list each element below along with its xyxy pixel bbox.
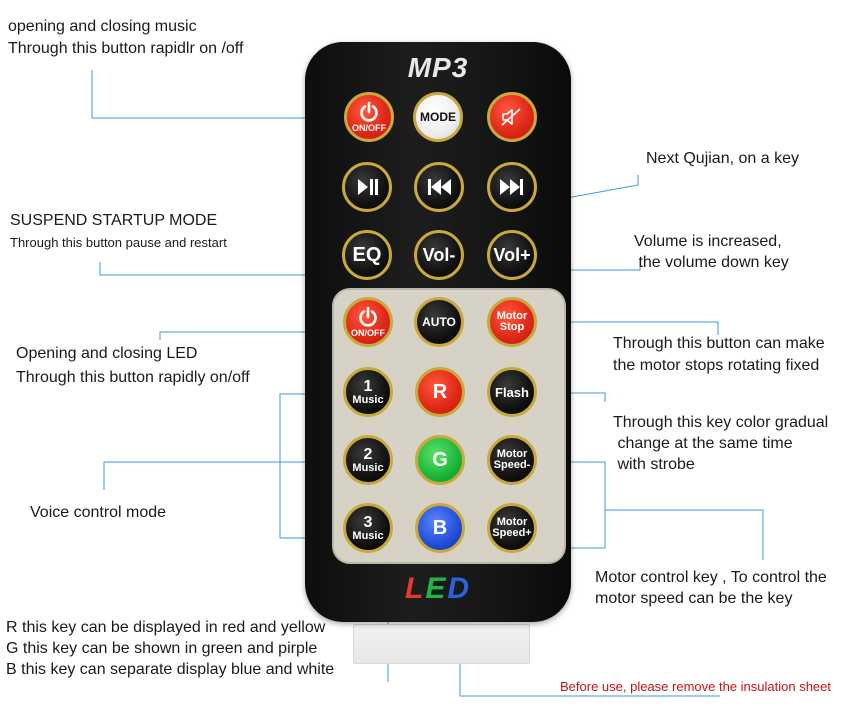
annotation-volume: Volume is increased, the volume down key bbox=[634, 231, 789, 273]
remote-control: MP3 ON/OFF MODE bbox=[305, 42, 571, 622]
annotation-line: Before use, please remove the insulation… bbox=[560, 679, 832, 694]
annotation-line: Next Qujian, on a key bbox=[646, 150, 799, 167]
button-label: R bbox=[432, 381, 448, 403]
button-label: Speed- bbox=[493, 459, 531, 471]
motor-stop-button[interactable]: Motor Stop bbox=[487, 297, 537, 347]
annotation-next: Next Qujian, on a key bbox=[646, 148, 799, 170]
brand-label: MP3 bbox=[407, 52, 469, 83]
led-power-button[interactable]: ON/OFF bbox=[343, 297, 393, 347]
play-pause-button[interactable] bbox=[342, 162, 392, 212]
button-label: Vol+ bbox=[493, 245, 531, 265]
button-label: Motor bbox=[496, 516, 528, 528]
button-label: Music bbox=[352, 461, 384, 474]
button-label: ON/OFF bbox=[351, 328, 385, 338]
power-icon bbox=[360, 101, 378, 122]
annotation-line: Volume is increased, bbox=[634, 233, 782, 250]
annotation-line: Motor control key , To control the bbox=[595, 569, 827, 586]
annotation-line: Through this button pause and restart bbox=[10, 235, 227, 250]
led-logo: LED bbox=[305, 572, 571, 606]
button-label: Flash bbox=[495, 384, 529, 400]
button-label: Motor bbox=[496, 310, 528, 322]
leader-speed bbox=[605, 509, 764, 560]
button-label: Music bbox=[352, 393, 384, 406]
annotation-flash: Through this key color gradual change at… bbox=[613, 412, 828, 475]
volume-up-button[interactable]: Vol+ bbox=[487, 230, 537, 280]
power-icon bbox=[359, 306, 377, 327]
annotation-line: G this key can be shown in green and pir… bbox=[6, 640, 318, 657]
next-icon bbox=[500, 179, 523, 195]
annotation-line: SUSPEND STARTUP MODE bbox=[10, 212, 218, 229]
button-label: Stop bbox=[499, 321, 525, 333]
annotation-line: with strobe bbox=[613, 456, 695, 473]
annotation-line: opening and closing music bbox=[8, 18, 197, 35]
mode-button[interactable]: MODE bbox=[413, 92, 463, 142]
annotation-line: the volume down key bbox=[634, 254, 789, 271]
annotation-line: B this key can separate display blue and… bbox=[6, 661, 335, 678]
button-label: AUTO bbox=[422, 315, 456, 329]
mute-button[interactable] bbox=[487, 92, 537, 142]
mute-icon bbox=[501, 108, 521, 126]
music-1-button[interactable]: 1 Music bbox=[343, 367, 393, 417]
flash-button[interactable]: Flash bbox=[487, 367, 537, 417]
annotation-line: R this key can be displayed in red and y… bbox=[6, 619, 326, 636]
music-2-button[interactable]: 2 Music bbox=[343, 435, 393, 485]
button-number: 3 bbox=[363, 513, 373, 531]
eq-button[interactable]: EQ bbox=[342, 230, 392, 280]
led-letter-l: L bbox=[404, 572, 426, 605]
r-color-button[interactable]: R bbox=[415, 367, 465, 417]
play-pause-icon bbox=[358, 179, 378, 195]
button-label: MODE bbox=[420, 110, 456, 124]
button-number: 2 bbox=[363, 445, 373, 463]
annotation-led-onoff: Opening and closing LED Through this but… bbox=[16, 342, 250, 390]
button-label: ON/OFF bbox=[352, 123, 386, 133]
g-color-button[interactable]: G bbox=[415, 435, 465, 485]
annotation-line: Through this key color gradual bbox=[613, 414, 829, 431]
auto-button[interactable]: AUTO bbox=[414, 297, 464, 347]
button-label: Motor bbox=[496, 448, 528, 460]
annotation-line: Voice control mode bbox=[30, 504, 167, 521]
annotation-suspend: SUSPEND STARTUP MODE Through this button… bbox=[10, 210, 227, 254]
annotation-music-onoff: opening and closing music Through this b… bbox=[8, 16, 243, 60]
button-label: B bbox=[432, 517, 448, 539]
annotation-line: motor speed can be the key bbox=[595, 590, 793, 607]
led-letter-e: E bbox=[425, 572, 448, 605]
annotation-line: change at the same time bbox=[613, 435, 793, 452]
button-label: G bbox=[432, 449, 448, 471]
annotation-line: Opening and closing LED bbox=[16, 345, 198, 362]
annotation-insulation: Before use, please remove the insulation… bbox=[560, 676, 831, 698]
annotation-motor-speed: Motor control key , To control the motor… bbox=[595, 567, 827, 609]
annotation-line: Through this button can make bbox=[613, 335, 825, 352]
volume-down-button[interactable]: Vol- bbox=[414, 230, 464, 280]
previous-button[interactable] bbox=[414, 162, 464, 212]
annotation-voice: Voice control mode bbox=[30, 502, 166, 524]
button-label: Vol- bbox=[422, 245, 456, 265]
annotation-line: the motor stops rotating fixed bbox=[613, 357, 820, 374]
motor-speed-up-button[interactable]: Motor Speed+ bbox=[487, 503, 537, 553]
annotation-line: Through this button rapidlr on /off bbox=[8, 40, 244, 57]
motor-speed-down-button[interactable]: Motor Speed- bbox=[487, 435, 537, 485]
mp3-power-button[interactable]: ON/OFF bbox=[344, 92, 394, 142]
button-number: 1 bbox=[363, 377, 373, 395]
led-letter-d: D bbox=[447, 572, 471, 605]
insulation-sheet[interactable] bbox=[353, 624, 530, 664]
annotation-line: Through this button rapidly on/off bbox=[16, 369, 250, 386]
button-label: Speed+ bbox=[492, 527, 532, 539]
b-color-button[interactable]: B bbox=[415, 503, 465, 553]
annotation-motor-stop: Through this button can make the motor s… bbox=[613, 333, 825, 377]
next-button[interactable] bbox=[487, 162, 537, 212]
music-3-button[interactable]: 3 Music bbox=[343, 503, 393, 553]
previous-icon bbox=[428, 179, 451, 195]
annotation-rgb: R this key can be displayed in red and y… bbox=[6, 617, 334, 680]
button-label: EQ bbox=[352, 244, 382, 266]
button-label: Music bbox=[352, 529, 384, 542]
